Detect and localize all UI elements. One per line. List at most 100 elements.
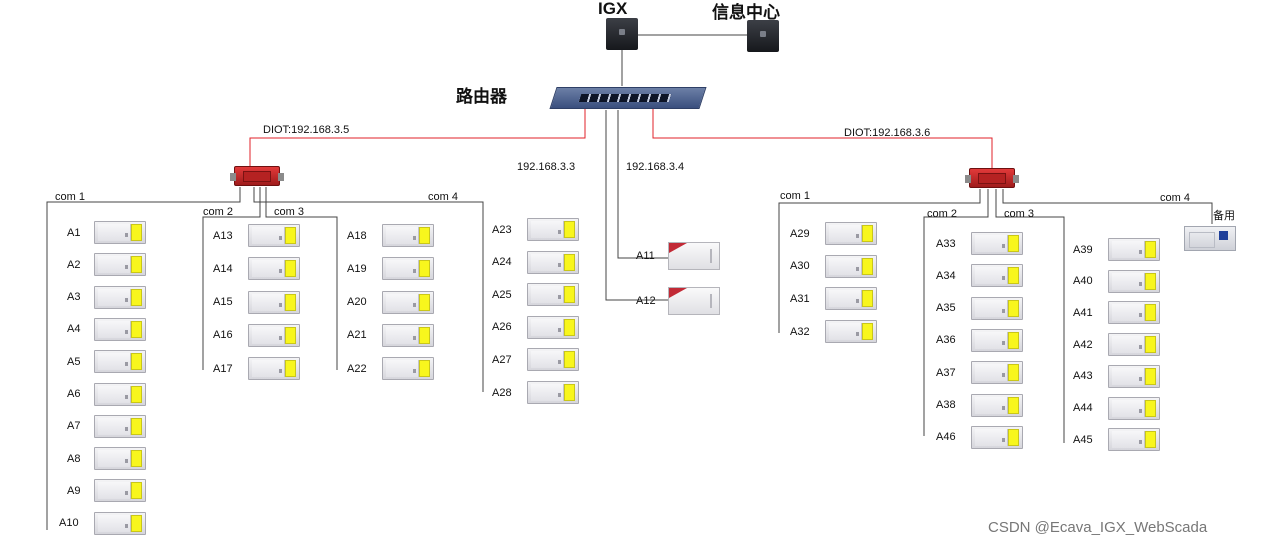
igx-label: IGX (598, 0, 628, 18)
device-label: A40 (1073, 275, 1093, 288)
device-a13-icon (248, 224, 300, 247)
device-a22-icon (382, 357, 434, 381)
router-icon (549, 87, 707, 109)
device-a29-icon (825, 222, 877, 245)
device-label: A41 (1073, 306, 1093, 319)
device-a44-icon (1108, 396, 1160, 420)
device-label: A17 (213, 362, 233, 375)
device-label: A9 (67, 484, 81, 497)
left-diot-ip-label: DIOT:192.168.3.5 (263, 124, 350, 136)
device-a16-icon (248, 323, 300, 347)
device-label: A21 (347, 329, 367, 342)
device-a2-icon (94, 253, 146, 277)
device-a6-icon (94, 382, 146, 406)
left-com3-label: com 3 (274, 206, 304, 218)
device-label: A32 (790, 325, 810, 338)
device-a39-icon (1108, 238, 1160, 261)
device-a20-icon (382, 290, 434, 314)
router-label: 路由器 (456, 87, 507, 106)
device-label: A10 (59, 517, 79, 530)
device-a9-icon (94, 479, 146, 503)
device-a35-icon (971, 296, 1023, 320)
device-label: A7 (67, 420, 81, 433)
device-a15-icon (248, 290, 300, 314)
device-a45-icon (1108, 428, 1160, 452)
spare-device-icon (1184, 226, 1236, 251)
device-a21-icon (382, 323, 434, 347)
device-label: A19 (347, 262, 367, 275)
left-diot-converter-icon (230, 166, 284, 186)
device-label: A33 (936, 237, 956, 250)
device-label: A16 (213, 329, 233, 342)
device-a42-icon (1108, 333, 1160, 357)
device-a17-icon (248, 357, 300, 381)
device-a24-icon (527, 250, 579, 274)
device-label: A15 (213, 296, 233, 309)
device-label: A1 (67, 226, 81, 239)
device-label: A39 (1073, 243, 1093, 256)
device-a31-icon (825, 287, 877, 311)
device-label: A28 (492, 386, 512, 399)
device-label: A12 (636, 295, 656, 307)
device-a27-icon (527, 348, 579, 372)
device-label: A30 (790, 260, 810, 273)
device-label: A46 (936, 431, 956, 444)
watermark: CSDN @Ecava_IGX_WebScada (988, 519, 1208, 536)
device-label: A23 (492, 223, 512, 236)
device-label: A6 (67, 388, 81, 400)
device-a36-icon (971, 328, 1023, 352)
device-label: A8 (67, 452, 81, 465)
device-a28-icon (527, 381, 579, 404)
device-label: A11 (636, 250, 655, 262)
left-com1-label: com 1 (55, 191, 85, 203)
right-com1-label: com 1 (780, 190, 810, 202)
device-label: A35 (936, 302, 956, 315)
device-label: A20 (347, 296, 367, 309)
igx-server-icon (606, 18, 638, 50)
device-label: A13 (213, 229, 233, 242)
device-a3-icon (94, 285, 146, 309)
spare-label: 备用 (1213, 210, 1235, 222)
right-com2-label: com 2 (927, 208, 957, 220)
device-label: A27 (492, 353, 512, 366)
device-label: A43 (1073, 370, 1093, 383)
device-label: A2 (67, 258, 81, 271)
device-a37-icon (971, 361, 1023, 385)
device-label: A38 (936, 399, 956, 411)
device-label: A36 (936, 334, 956, 347)
device-a4-icon (94, 317, 146, 341)
right-com3-label: com 3 (1004, 208, 1034, 220)
device-a43-icon (1108, 364, 1160, 388)
device-label: A24 (492, 256, 512, 269)
device-label: A3 (67, 291, 81, 304)
device-a8-icon (94, 447, 146, 471)
info-center-server-icon (747, 20, 779, 52)
device-label: A44 (1073, 402, 1093, 414)
left-com4-label: com 4 (428, 191, 458, 203)
device-a1-icon (94, 221, 146, 244)
device-label: A25 (492, 288, 512, 301)
device-a34-icon (971, 264, 1023, 288)
device-label: A18 (347, 229, 367, 242)
device-label: A26 (492, 321, 512, 334)
device-label: A5 (67, 355, 81, 368)
device-a5-icon (94, 350, 146, 374)
device-a41-icon (1108, 301, 1160, 325)
right-diot-converter-icon (965, 168, 1019, 188)
device-label: A14 (213, 262, 233, 275)
device-label: A29 (790, 227, 810, 240)
device-label: A22 (347, 362, 367, 375)
right-diot-ip-label: DIOT:192.168.3.6 (844, 127, 931, 139)
device-label: A37 (936, 366, 956, 379)
device-a46-icon (971, 425, 1023, 449)
right-com4-label: com 4 (1160, 192, 1190, 204)
device-a11-icon (668, 242, 720, 270)
device-a10-icon (94, 511, 146, 535)
device-a32-icon (825, 320, 877, 344)
device-a7-icon (94, 414, 146, 438)
a11-ip-label: 192.168.3.3 (517, 161, 576, 173)
device-label: A34 (936, 269, 956, 282)
device-a23-icon (527, 218, 579, 241)
